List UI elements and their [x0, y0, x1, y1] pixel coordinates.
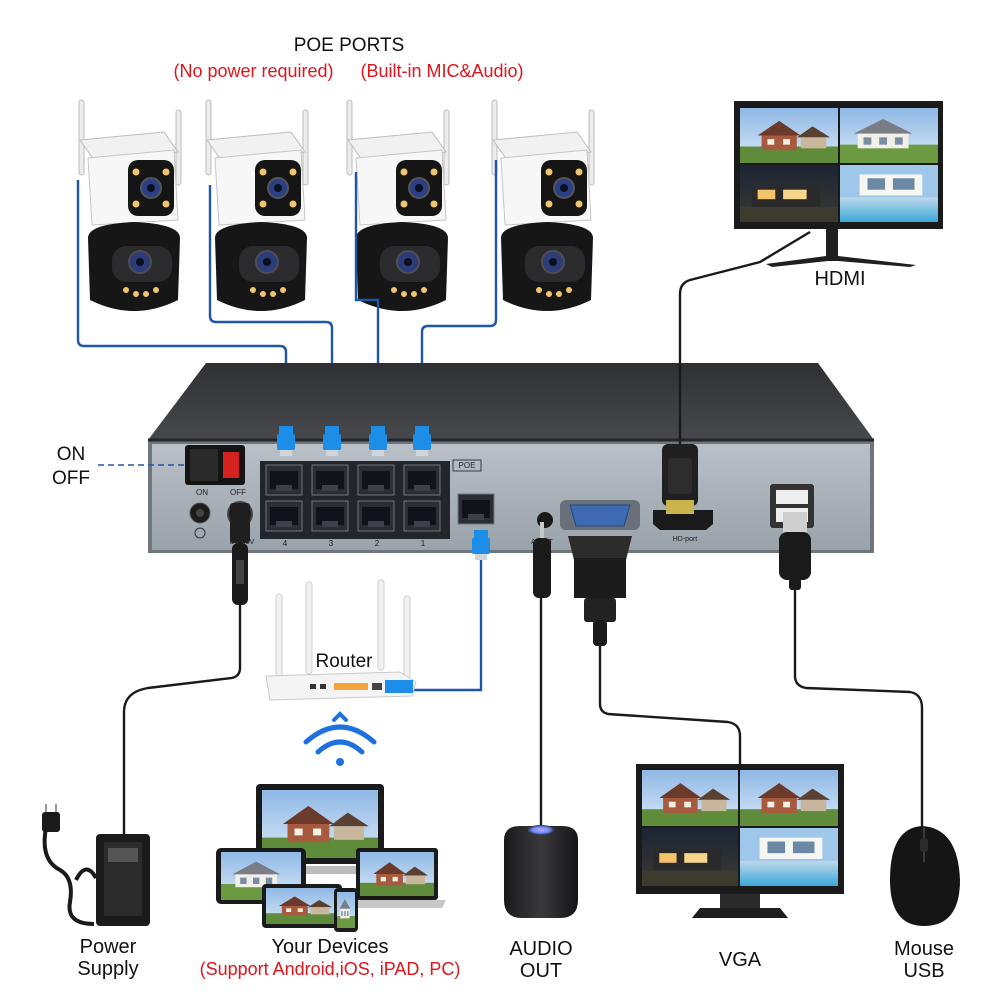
switch-off-label: OFF — [52, 468, 90, 489]
camera-icon — [346, 99, 450, 312]
audio-plug-icon — [533, 522, 551, 598]
router-icon — [265, 579, 417, 701]
poe-ports-title: POE PORTS — [293, 35, 405, 56]
switch-on-label: ON — [56, 444, 86, 465]
nvr-recorder — [148, 363, 874, 553]
phone-icon — [334, 888, 358, 932]
port-number: 2 — [374, 539, 380, 548]
tablet-icon — [262, 884, 342, 928]
mouse-label-2: USB — [903, 960, 945, 982]
power-supply-label-2: Supply — [77, 958, 139, 980]
port-number: 3 — [328, 539, 334, 548]
monitor-icon — [636, 764, 844, 918]
nvr-on-mark: ON — [196, 488, 208, 497]
power-adapter-icon — [42, 804, 150, 926]
router-label: Router — [315, 651, 373, 672]
builtin-mic-note: (Built-in MIC&Audio) — [360, 61, 524, 81]
port-number: 4 — [282, 539, 288, 548]
devices-support-note: (Support Android,iOS, iPAD, PC) — [199, 959, 461, 979]
mouse-label-1: Mouse — [893, 938, 955, 960]
no-power-note: (No power required) — [173, 61, 334, 81]
mouse-icon — [890, 826, 960, 926]
audio-out-port-label: A-OUT — [531, 539, 553, 546]
smart-speaker-icon — [504, 825, 578, 918]
power-plug — [230, 503, 250, 605]
audio-out-label-2: OUT — [519, 960, 563, 982]
usb-plug-icon — [779, 512, 811, 590]
dc-input-label: DC 48V — [229, 539, 255, 546]
devices-label: Your Devices — [271, 936, 389, 958]
audio-out-label-1: AUDIO — [509, 938, 573, 960]
camera-icon — [491, 99, 595, 312]
camera-icon — [205, 99, 309, 312]
network-cables — [76, 160, 498, 692]
laptop-icon — [348, 848, 446, 908]
wifi-icon — [303, 711, 377, 766]
camera-icon — [78, 99, 182, 312]
poe-tag: POE — [458, 461, 476, 470]
vga-label: VGA — [718, 949, 762, 971]
power-supply-label-1: Power — [79, 936, 137, 958]
hdmi-plug-icon — [662, 444, 698, 514]
nvr-off-mark: OFF — [230, 488, 246, 497]
hdmi-label: HDMI — [814, 268, 866, 290]
black-cables — [122, 230, 924, 838]
vga-plug-icon — [568, 536, 632, 646]
hd-port-label: HD-port — [672, 536, 698, 543]
port-number: 1 — [420, 539, 426, 548]
monitor-icon — [734, 101, 943, 267]
